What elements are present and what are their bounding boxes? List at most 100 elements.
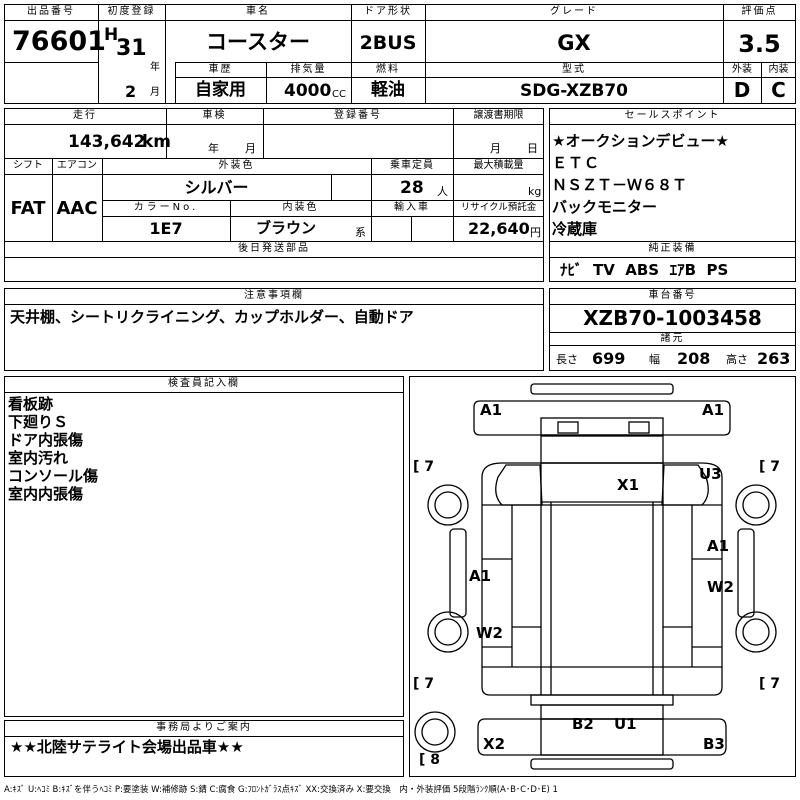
transfer-month-unit: 月 bbox=[490, 142, 501, 155]
transfer-day-unit: 日 bbox=[527, 142, 538, 155]
score-label: 評価点 bbox=[741, 6, 778, 17]
fuel: 軽油 bbox=[371, 80, 405, 100]
ac-label: エアコン bbox=[57, 160, 97, 171]
mark-x1: X1 bbox=[617, 476, 640, 494]
dims-label: 諸元 bbox=[660, 333, 685, 344]
divider bbox=[4, 392, 404, 393]
divider bbox=[4, 304, 544, 305]
office-box bbox=[4, 720, 404, 777]
recycle-unit: 円 bbox=[530, 226, 541, 239]
divider bbox=[4, 257, 544, 258]
ext-label: 外装 bbox=[732, 64, 752, 75]
divider bbox=[411, 216, 412, 241]
divider bbox=[52, 158, 53, 241]
sales-point-item: ★オークションデビュー★ bbox=[552, 132, 729, 150]
color-value: シルバー bbox=[184, 178, 249, 197]
divider bbox=[263, 108, 264, 158]
grade-label: グレード bbox=[550, 6, 598, 17]
width-label: 幅 bbox=[649, 353, 660, 366]
sales-point-item: ＥＴＣ bbox=[552, 154, 601, 172]
divider bbox=[453, 158, 454, 241]
sales-point-item: ＮＳＺＴ－Ｗ６８Ｔ bbox=[552, 176, 688, 194]
color-no-label: カラーNo. bbox=[133, 202, 199, 213]
divider bbox=[4, 736, 404, 737]
sales-points-list: ★オークションデビュー★ ＥＴＣ ＮＳＺＴ－Ｗ６８Ｔ バックモニター 冷蔵庫 bbox=[552, 130, 729, 240]
notes-label: 注意事項欄 bbox=[244, 290, 304, 301]
mark-left-a1: A1 bbox=[469, 567, 492, 585]
recycle-value: 22,640 bbox=[468, 219, 530, 238]
chassis-label: 車台番号 bbox=[648, 290, 697, 301]
plate-label: 登録番号 bbox=[334, 110, 382, 121]
later-parts-label: 後日発送部品 bbox=[238, 243, 310, 254]
inspector-item: 下廻りＳ bbox=[8, 413, 69, 431]
office-label: 事務局よりご案内 bbox=[156, 722, 252, 733]
chassis-number: XZB70-1003458 bbox=[583, 306, 762, 330]
model-label: 型式 bbox=[562, 64, 586, 75]
inspector-label: 検査員記入欄 bbox=[168, 378, 240, 389]
divider bbox=[102, 216, 544, 217]
score: 3.5 bbox=[738, 30, 781, 58]
divider bbox=[165, 4, 166, 104]
sales-point-item: 冷蔵庫 bbox=[552, 220, 598, 238]
reg-year: 31 bbox=[116, 36, 147, 61]
recycle-label: リサイクル預託金 bbox=[460, 202, 537, 213]
equipment-item: ABS bbox=[625, 261, 660, 279]
divider bbox=[331, 174, 332, 200]
load-unit: kg bbox=[528, 185, 542, 198]
inspector-box bbox=[4, 376, 404, 717]
sales-point-item: バックモニター bbox=[552, 198, 658, 216]
name-label: 車名 bbox=[246, 6, 270, 17]
sales-points-label: セールスポイント bbox=[624, 110, 721, 121]
height-label: 高さ bbox=[726, 353, 748, 366]
divider bbox=[549, 332, 796, 333]
mark-right-a1: A1 bbox=[707, 537, 730, 555]
divider bbox=[175, 62, 796, 63]
mark-rear-left: X2 bbox=[483, 735, 506, 753]
transfer-label: 譲渡書期限 bbox=[473, 110, 524, 121]
divider bbox=[4, 62, 98, 63]
divider bbox=[102, 200, 544, 201]
inspector-list: 看板跡 下廻りＳ ドア内張傷 室内汚れ コンソール傷 室内内張傷 bbox=[8, 395, 98, 503]
mark-right-w2: W2 bbox=[707, 578, 734, 596]
divider bbox=[98, 4, 99, 104]
shift-label: シフト bbox=[13, 160, 43, 171]
length-value: 699 bbox=[592, 349, 626, 368]
divider bbox=[351, 4, 352, 104]
tire-rear-right: [ 7 bbox=[759, 676, 781, 692]
divider bbox=[175, 77, 796, 78]
mark-left-w2: W2 bbox=[476, 624, 503, 642]
equipment-item: ｴｱB bbox=[669, 261, 697, 279]
divider bbox=[549, 304, 796, 305]
mark-front-right: A1 bbox=[702, 401, 725, 419]
divider bbox=[549, 241, 796, 242]
notes-box bbox=[4, 288, 544, 371]
ext-grade: D bbox=[733, 78, 751, 102]
divider bbox=[549, 345, 796, 346]
divider bbox=[4, 20, 796, 21]
capacity-value: 28 bbox=[400, 178, 424, 198]
mileage-value: 143,642 bbox=[68, 132, 146, 152]
disp-label: 排気量 bbox=[290, 64, 327, 75]
color-label: 外装色 bbox=[218, 160, 255, 171]
damage-legend: A:ｷｽﾞ U:ﾍｺﾐ B:ｷｽﾞを伴うﾍｺﾐ P:要塗装 W:補修跡 S:錆 … bbox=[4, 785, 558, 795]
mark-rear-u1: U1 bbox=[614, 715, 637, 733]
divider bbox=[549, 124, 796, 125]
displacement: 4000 bbox=[284, 81, 332, 101]
reg-era: H bbox=[104, 25, 119, 45]
capacity-unit: 人 bbox=[437, 185, 448, 198]
length-label: 長さ bbox=[556, 353, 578, 366]
mark-rear-right: B3 bbox=[703, 735, 725, 753]
divider bbox=[371, 158, 372, 241]
divider bbox=[453, 108, 454, 158]
grade: GX bbox=[557, 31, 591, 55]
lot-label: 出品番号 bbox=[27, 6, 75, 17]
divider bbox=[761, 62, 762, 104]
divider bbox=[4, 158, 544, 159]
insp-year-unit: 年 bbox=[208, 142, 219, 155]
disp-unit: CC bbox=[332, 89, 346, 100]
mileage-label: 走行 bbox=[73, 110, 97, 121]
tire-front-right: [ 7 bbox=[759, 459, 781, 475]
height-value: 263 bbox=[757, 349, 791, 368]
fuel-label: 燃料 bbox=[376, 64, 400, 75]
width-value: 208 bbox=[677, 349, 711, 368]
